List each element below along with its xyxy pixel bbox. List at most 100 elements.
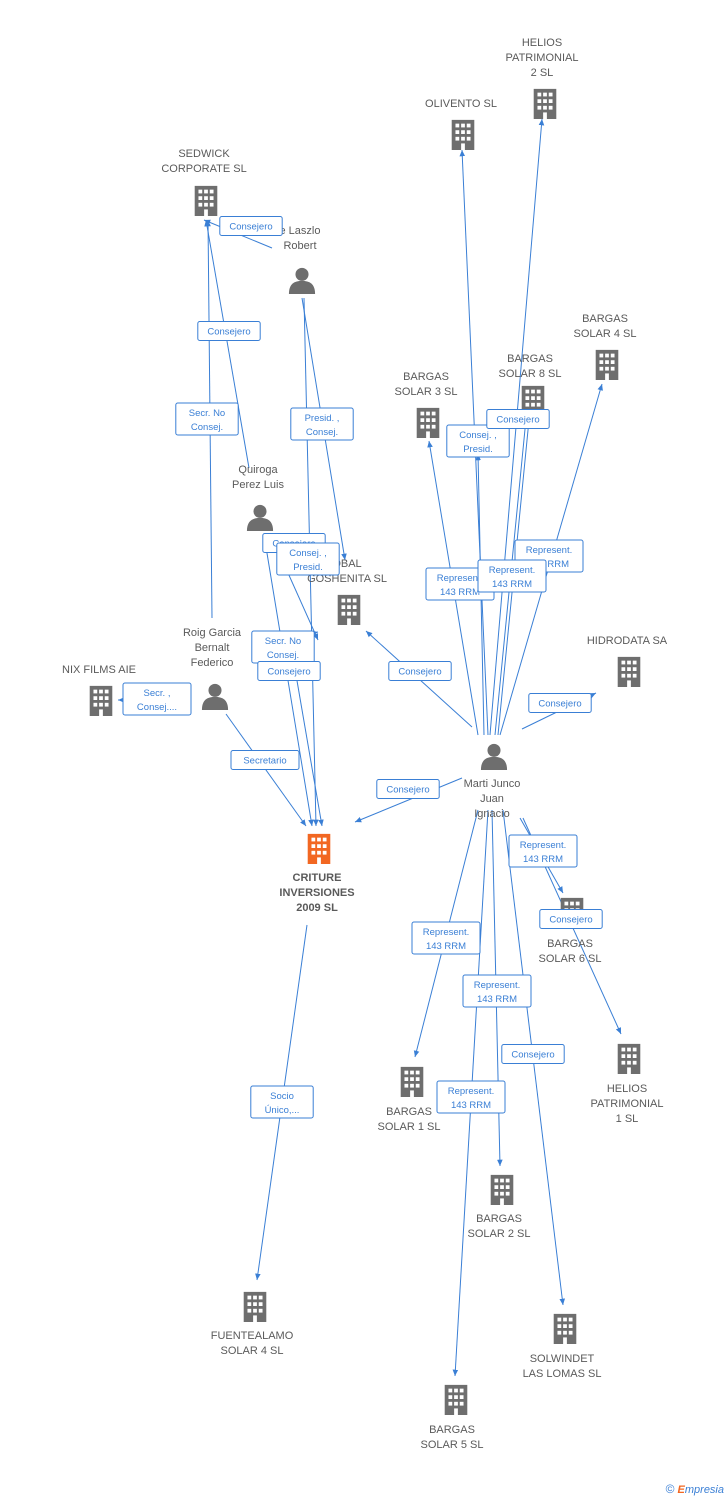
edge-label-e18[interactable]: Represent.143 RRM bbox=[477, 559, 547, 593]
edges-layer bbox=[118, 118, 622, 1377]
edge-label-e21[interactable]: Consejero bbox=[376, 779, 440, 799]
node-label: SOLAR 4 SL bbox=[221, 1345, 284, 1357]
edge-label-text: Consejero bbox=[207, 327, 250, 338]
edge-label-box[interactable] bbox=[411, 921, 481, 955]
node-label: HELIOS bbox=[522, 37, 562, 49]
edge-label-box[interactable] bbox=[122, 682, 192, 716]
building-icon bbox=[490, 1174, 514, 1205]
edge-label-text: Consej. bbox=[191, 422, 223, 433]
node-label: 2009 SL bbox=[296, 902, 338, 914]
edge-label-box[interactable] bbox=[501, 1044, 565, 1064]
edge-label-e9[interactable]: Secr. , Consej.... bbox=[122, 682, 192, 716]
building-icon bbox=[307, 833, 331, 864]
edge-label-text: Consejero bbox=[549, 915, 592, 926]
edge-label-text: Secr. , bbox=[144, 688, 171, 699]
node-label: Juan bbox=[480, 793, 504, 805]
edge-label-e25[interactable]: Represent.143 RRM bbox=[462, 974, 532, 1008]
edge-label-text: Presid. bbox=[293, 562, 323, 573]
edge-label-text: Represent. bbox=[526, 545, 572, 556]
edge-label-box[interactable] bbox=[250, 1085, 314, 1119]
edge-label-text: Único,... bbox=[265, 1105, 300, 1116]
copyright-brand[interactable]: © Empresia bbox=[666, 1482, 724, 1496]
edge-label-e24[interactable]: Represent.143 RRM bbox=[411, 921, 481, 955]
edge-label-e26[interactable]: Consejero bbox=[501, 1044, 565, 1064]
edge-label-text: Secr. No bbox=[189, 408, 225, 419]
edge-label-box[interactable] bbox=[388, 661, 452, 681]
node-label: BARGAS bbox=[582, 313, 628, 325]
edge-label-e16[interactable]: Consejero bbox=[486, 409, 550, 429]
node-hidrodata[interactable]: HIDRODATA SA bbox=[587, 635, 668, 687]
edge-label-e19[interactable]: Consejero bbox=[388, 661, 452, 681]
edge-label-box[interactable] bbox=[376, 779, 440, 799]
edge-label-e11[interactable]: Consejero bbox=[257, 661, 321, 681]
edge-label-text: Consejero bbox=[267, 667, 310, 678]
node-label: SOLAR 2 SL bbox=[468, 1228, 531, 1240]
edge-label-box[interactable] bbox=[528, 693, 592, 713]
building-icon bbox=[194, 185, 218, 216]
node-label: CRITURE bbox=[293, 872, 342, 884]
edge-label-box[interactable] bbox=[290, 407, 354, 441]
edge-label-e27[interactable]: Represent.143 RRM bbox=[436, 1080, 506, 1114]
node-olivento[interactable]: OLIVENTO SL bbox=[425, 98, 497, 150]
edge-label-text: Represent. bbox=[448, 1086, 494, 1097]
edge-label-e22[interactable]: Represent.143 RRM bbox=[508, 834, 578, 868]
node-label: BARGAS bbox=[386, 1106, 432, 1118]
edge-label-box[interactable] bbox=[477, 559, 547, 593]
edge-label-box[interactable] bbox=[197, 321, 261, 341]
edge-label-e14[interactable]: Represent.143 RRM bbox=[425, 567, 495, 601]
edge-label-box[interactable] bbox=[462, 974, 532, 1008]
node-label: CORPORATE SL bbox=[161, 163, 246, 175]
edge-label-box[interactable] bbox=[276, 542, 340, 576]
edge-label-box[interactable] bbox=[446, 424, 510, 458]
edge-label-box[interactable] bbox=[508, 834, 578, 868]
node-nixfilms[interactable]: NIX FILMS AIE bbox=[62, 664, 136, 716]
edge-label-box[interactable] bbox=[257, 661, 321, 681]
person-icon bbox=[288, 267, 316, 294]
person-icon bbox=[201, 683, 229, 710]
building-icon bbox=[617, 656, 641, 687]
edge-label-box[interactable] bbox=[219, 216, 283, 236]
edge-label-e20[interactable]: Consejero bbox=[528, 693, 592, 713]
copyright-icon: © bbox=[665, 1482, 675, 1496]
edge-label-e4[interactable]: Presid. ,Consej. bbox=[290, 407, 354, 441]
edge-label-text: Consej.... bbox=[137, 702, 177, 713]
edge-label-box[interactable] bbox=[436, 1080, 506, 1114]
building-icon bbox=[337, 594, 361, 625]
node-label: HELIOS bbox=[607, 1083, 647, 1095]
edge-label-box[interactable] bbox=[486, 409, 550, 429]
edge-label-e1[interactable]: Consejero bbox=[219, 216, 283, 236]
edge-label-box[interactable] bbox=[175, 402, 239, 436]
edge-label-e8[interactable]: Secretario bbox=[230, 750, 300, 770]
edge-label-box[interactable] bbox=[230, 750, 300, 770]
node-fuentealamo[interactable]: FUENTEALAMO SOLAR 4 SL bbox=[211, 1291, 294, 1357]
edge-label-text: Consejero bbox=[511, 1050, 554, 1061]
node-label: FUENTEALAMO bbox=[211, 1330, 294, 1342]
edge-label-e7[interactable]: Consej. ,Presid. bbox=[276, 542, 340, 576]
edge-label-e3[interactable]: Secr. No Consej. bbox=[175, 402, 239, 436]
node-label: SOLWINDET bbox=[530, 1353, 595, 1365]
edge-label-box[interactable] bbox=[539, 909, 603, 929]
node-label: Ignacio bbox=[474, 808, 509, 820]
edge-label-e28[interactable]: SocioÚnico,... bbox=[250, 1085, 314, 1119]
edge-label-e15[interactable]: Consej. ,Presid. bbox=[446, 424, 510, 458]
node-label: OLIVENTO SL bbox=[425, 98, 497, 110]
edge-label-e2[interactable]: Consejero bbox=[197, 321, 261, 341]
edge-label-e23[interactable]: Consejero bbox=[539, 909, 603, 929]
